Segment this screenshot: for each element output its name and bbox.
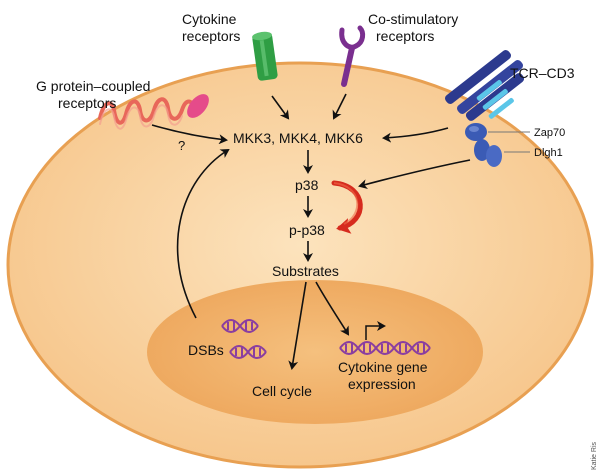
cytokine-expression-line1: Cytokine gene — [338, 359, 428, 375]
cytokine-receptor-icon — [252, 31, 278, 81]
dlgh1-label: Dlgh1 — [534, 147, 563, 159]
gpcr-receptor-icon — [98, 94, 209, 130]
arrow-tcr-to-mkk — [382, 127, 449, 143]
nucleus — [147, 280, 483, 424]
tcr-cd3-label: TCR–CD3 — [510, 65, 575, 81]
gpcr-label: G protein–coupled receptors — [36, 78, 154, 111]
cytokine-label-line1: Cytokine — [182, 11, 237, 27]
dsb-dna-helix-icon — [221, 319, 267, 359]
tcr-cd3-complex-icon — [445, 50, 525, 121]
arrow-gpcr-to-mkk — [151, 124, 228, 145]
costim-label-line2: receptors — [376, 28, 434, 44]
cytokine-expression-label: Cytokine gene expression — [338, 359, 431, 392]
p38-label: p38 — [295, 177, 319, 193]
costim-receptor-label: Co-stimulatory receptors — [368, 11, 462, 44]
arrow-cytokine-to-mkk — [271, 95, 290, 120]
arrow-dsbs-to-mkk — [176, 148, 230, 319]
cytokine-label-line2: receptors — [182, 28, 240, 44]
arrow-substrates-to-cytokine-expression — [315, 281, 350, 336]
question-mark: ? — [178, 138, 185, 153]
cytokine-receptor-label: Cytokine receptors — [182, 11, 240, 44]
costim-receptor-icon — [339, 25, 366, 87]
dlgh1-icon — [474, 139, 502, 167]
autophosphorylation-highlight — [333, 182, 359, 225]
artist-credit: Katie Ris — [591, 441, 598, 470]
dsbs-label: DSBs — [188, 342, 224, 358]
cytokine-expression-line2: expression — [348, 376, 416, 392]
gene-expression-dna-icon — [339, 341, 431, 355]
zap70-label: Zap70 — [534, 127, 565, 139]
mkk-label: MKK3, MKK4, MKK6 — [233, 130, 363, 146]
cell-cycle-label: Cell cycle — [252, 383, 312, 399]
substrates-label: Substrates — [272, 263, 339, 279]
promoter-arrow-icon — [365, 321, 386, 340]
gpcr-label-line1: G protein–coupled — [36, 78, 150, 94]
pp38-label: p-p38 — [289, 222, 325, 238]
arrow-substrates-to-cell-cycle — [288, 281, 307, 370]
costim-label-line1: Co-stimulatory — [368, 11, 458, 27]
zap70-icon — [465, 123, 487, 141]
arrow-dlgh1-to-p38 — [358, 159, 471, 190]
arrow-costim-to-mkk — [332, 93, 347, 120]
gpcr-label-line2: receptors — [58, 95, 116, 111]
